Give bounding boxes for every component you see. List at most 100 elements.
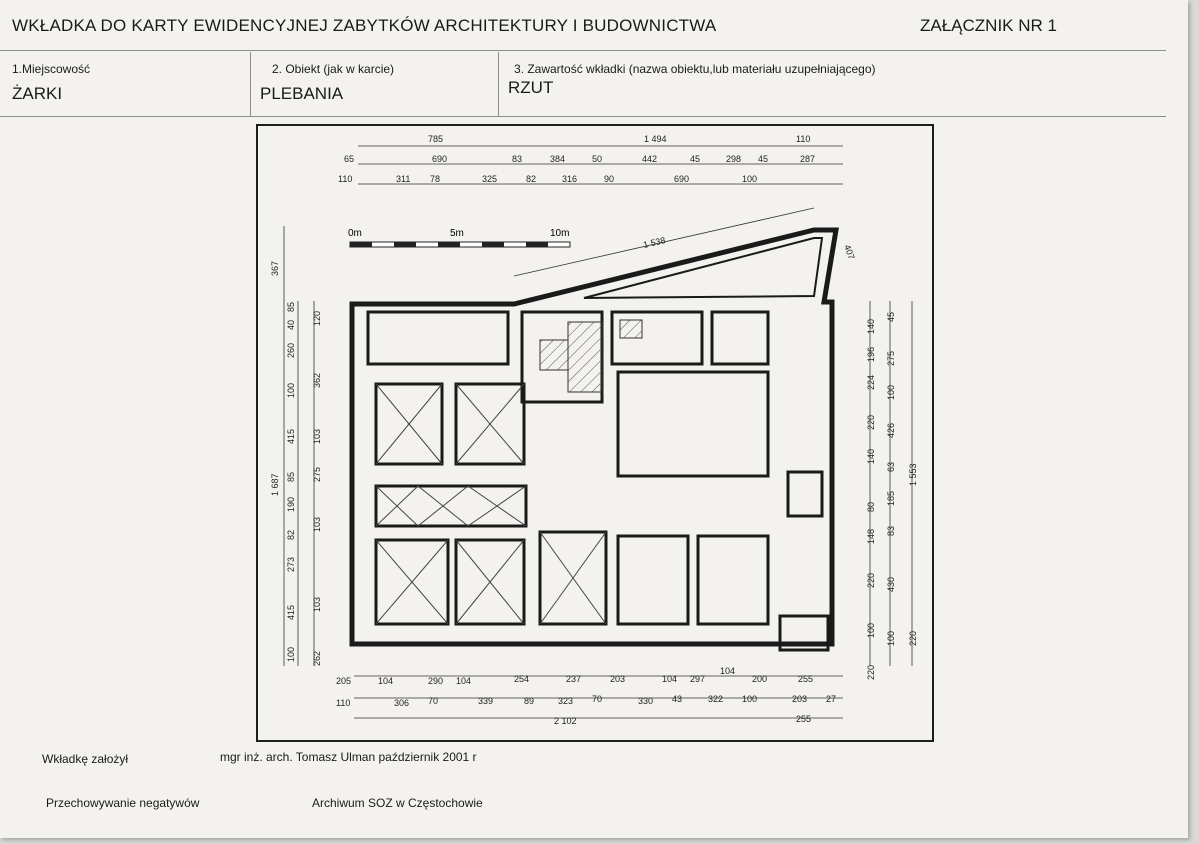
dim-left-inner-4: 103 xyxy=(312,517,322,532)
dim-top-1-1: 1 494 xyxy=(644,134,667,144)
dim-left-inner-6: 262 xyxy=(312,651,322,666)
dim-left-inner-0: 120 xyxy=(312,311,322,326)
dim-bottom-2-11: 203 xyxy=(792,694,807,704)
dim-top-2-8: 45 xyxy=(758,154,768,164)
dim-top-3-1: 311 xyxy=(396,174,410,184)
negatives-value: Archiwum SOZ w Częstochowie xyxy=(312,796,483,810)
dim-top-3-0: 110 xyxy=(338,174,352,184)
scale-label-10: 10m xyxy=(550,228,569,239)
dim-bottom-2-3: 339 xyxy=(478,696,493,706)
dim-top-1-0: 785 xyxy=(428,134,443,144)
dim-left-mid-10: 100 xyxy=(286,647,296,662)
dim-bottom-2-6: 70 xyxy=(592,694,602,704)
dim-top-2-5: 442 xyxy=(642,154,657,164)
dim-bottom-1-6: 203 xyxy=(610,674,625,684)
field-locality: 1.Miejscowość ŻARKI xyxy=(0,52,251,116)
dim-left-mid-2: 260 xyxy=(286,343,296,358)
dim-top-2-6: 45 xyxy=(690,154,700,164)
field-locality-value: ŻARKI xyxy=(12,84,63,103)
dim-right-1-4: 140 xyxy=(866,449,876,464)
floor-plan: 0m 5m 10m xyxy=(270,134,918,726)
dim-left-mid-3: 100 xyxy=(286,383,296,398)
dim-bottom-1-9: 104 xyxy=(720,666,735,676)
dim-right-2-4: 63 xyxy=(886,462,896,472)
dim-top-2-4: 50 xyxy=(592,154,602,164)
dim-left-outer-0: 367 xyxy=(270,261,280,276)
dim-left-mid-9: 415 xyxy=(286,605,296,620)
dim-right-1-6: 148 xyxy=(866,529,876,544)
dim-left-inner-1: 362 xyxy=(312,373,322,388)
dim-left-outer-1: 1 687 xyxy=(270,473,280,496)
dim-top-2-0: 65 xyxy=(344,154,354,164)
founder-value: mgr inż. arch. Tomasz Ulman październik … xyxy=(220,750,477,764)
dim-top-3-7: 690 xyxy=(674,174,689,184)
dim-top-3-4: 82 xyxy=(526,174,536,184)
vault-lines xyxy=(375,383,607,625)
title-row: WKŁADKA DO KARTY EWIDENCYJNEJ ZABYTKÓW A… xyxy=(0,0,1166,51)
dim-right-2-5: 185 xyxy=(886,491,896,506)
dim-diagonal-0: 1 538 xyxy=(642,235,666,250)
dim-right-1-9: 220 xyxy=(866,665,876,680)
dim-left-inner-2: 103 xyxy=(312,429,322,444)
document-title: WKŁADKA DO KARTY EWIDENCYJNEJ ZABYTKÓW A… xyxy=(12,16,717,35)
dim-bottom-1-11: 255 xyxy=(798,674,813,684)
dim-top-2-3: 384 xyxy=(550,154,565,164)
dim-right-1-8: 100 xyxy=(866,623,876,638)
dim-bottom-1-8: 297 xyxy=(690,674,705,684)
dim-top-3-3: 325 xyxy=(482,174,497,184)
field-object-value: PLEBANIA xyxy=(260,84,344,103)
dim-bottom-2-9: 322 xyxy=(708,694,723,704)
annex-number: ZAŁĄCZNIK NR 1 xyxy=(920,16,1057,35)
dim-right-1-7: 220 xyxy=(866,573,876,588)
dim-bottom-2-10: 100 xyxy=(742,694,757,704)
dim-left-mid-4: 415 xyxy=(286,429,296,444)
dim-top-2-9: 287 xyxy=(800,154,815,164)
founder-label: Wkładkę założył xyxy=(42,752,129,766)
dim-top-3-8: 100 xyxy=(742,174,757,184)
dim-bottom-2-0: 110 xyxy=(336,698,350,708)
fields-row: 1.Miejscowość ŻARKI 2. Obiekt (jak w kar… xyxy=(0,52,1166,117)
dim-diagonal-1: 407 xyxy=(842,243,857,261)
field-locality-label: 1.Miejscowość xyxy=(12,62,91,76)
dim-bottom-1-7: 104 xyxy=(662,674,677,684)
dim-bottom-2-4: 89 xyxy=(524,696,534,706)
dim-left-mid-8: 273 xyxy=(286,557,296,572)
dim-right-2-6: 83 xyxy=(886,526,896,536)
scale-label-0: 0m xyxy=(348,228,362,239)
dim-bottom-2-5: 323 xyxy=(558,696,573,706)
dim-bottom-1-5: 237 xyxy=(566,674,581,684)
dim-bottom-2-2: 70 xyxy=(428,696,438,706)
dim-right-2-8: 100 xyxy=(886,631,896,646)
field-content-label: 3. Zawartość wkładki (nazwa obiektu,lub … xyxy=(514,62,876,76)
dim-top-2-2: 83 xyxy=(512,154,522,164)
field-object-label: 2. Obiekt (jak w karcie) xyxy=(272,62,395,76)
dim-right-2-2: 100 xyxy=(886,385,896,400)
dim-left-mid-6: 190 xyxy=(286,497,296,512)
building-outline xyxy=(349,227,839,647)
dim-right-1-3: 220 xyxy=(866,415,876,430)
dim-top-1-2: 110 xyxy=(796,134,810,144)
negatives-label: Przechowywanie negatywów xyxy=(46,796,200,810)
field-content: 3. Zawartość wkładki (nazwa obiektu,lub … xyxy=(498,52,1166,116)
dim-right-1-1: 196 xyxy=(866,347,876,362)
field-content-value: RZUT xyxy=(508,78,554,97)
dim-bottom-2-7: 330 xyxy=(638,696,653,706)
dim-right-2-3: 426 xyxy=(886,423,896,438)
dim-left-mid-0: 85 xyxy=(286,302,296,312)
dim-top-3-5: 316 xyxy=(562,174,577,184)
dim-right-2-0: 45 xyxy=(886,312,896,322)
field-object: 2. Obiekt (jak w karcie) PLEBANIA xyxy=(250,52,499,116)
dim-right-1-0: 140 xyxy=(866,319,876,334)
dim-right-2-7: 430 xyxy=(886,577,896,592)
dim-right-1-2: 224 xyxy=(866,375,876,390)
dim-top-3-2: 78 xyxy=(430,174,440,184)
dimension-lines xyxy=(283,145,913,719)
dim-bottom-1-4: 254 xyxy=(514,674,529,684)
dim-right-1-5: 80 xyxy=(866,502,876,512)
dim-bottom-3-0: 2 102 xyxy=(554,716,577,726)
dim-top-3-6: 90 xyxy=(604,174,614,184)
dim-top-2-1: 690 xyxy=(432,154,447,164)
dim-bottom-1-3: 104 xyxy=(456,676,471,686)
dim-bottom-3-1: 255 xyxy=(796,714,811,724)
scale-label-5: 5m xyxy=(450,228,464,239)
